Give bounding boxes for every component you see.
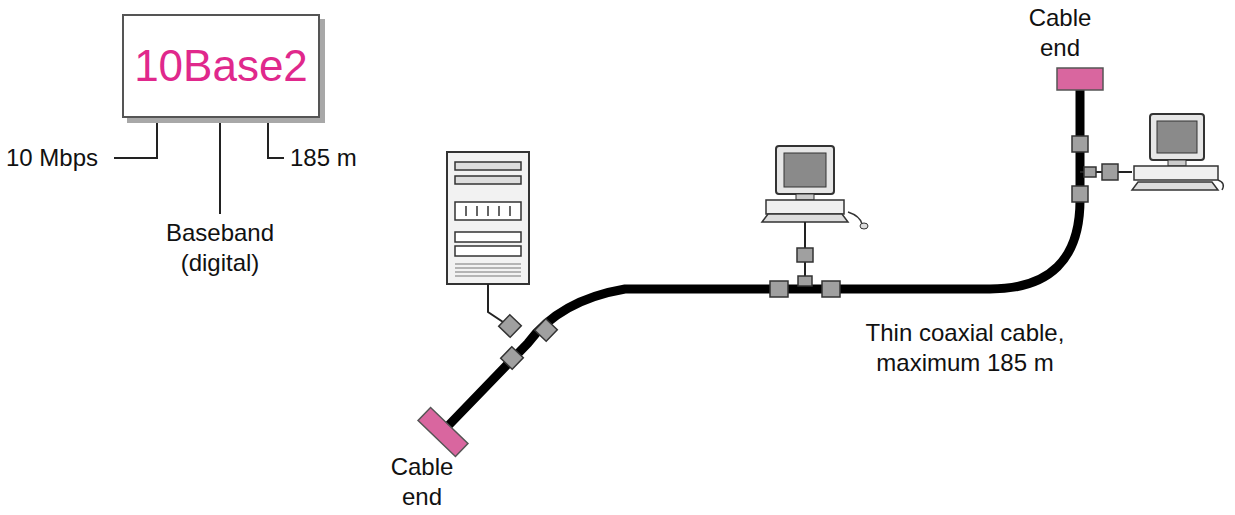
server-icon [447, 152, 529, 324]
cable-end-label: Cable end [1015, 3, 1105, 63]
computer-icon [762, 146, 868, 282]
t-connector [499, 315, 558, 370]
cable-label: Thin coaxial cable, maximum 185 m [835, 318, 1095, 378]
computer-icon [1080, 114, 1223, 190]
t-connector [770, 248, 840, 297]
standard-name-box: 10Base2 [122, 14, 320, 118]
signal-label: Baseband (digital) [155, 218, 285, 278]
length-label: 185 m [290, 143, 357, 173]
t-connector [1072, 136, 1118, 202]
cable-terminator [1057, 68, 1103, 90]
standard-name: 10Base2 [134, 41, 308, 91]
cable-end-label: Cable end [377, 452, 467, 512]
coaxial-cable [446, 88, 1080, 428]
cable-terminator [418, 407, 468, 456]
leader-lines [114, 118, 284, 214]
rate-label: 10 Mbps [6, 143, 98, 173]
